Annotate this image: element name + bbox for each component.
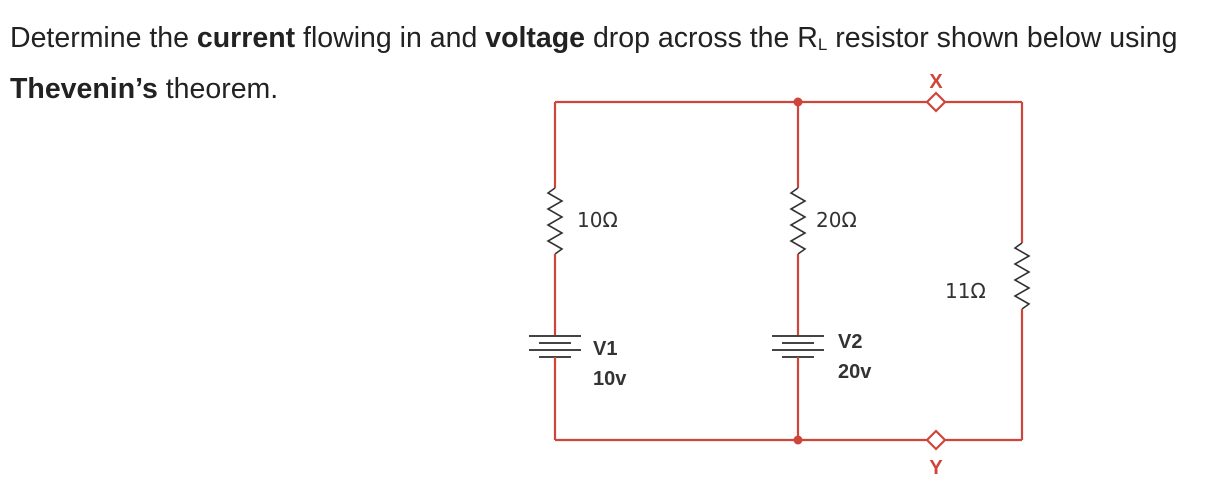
question-part: theorem. — [157, 73, 279, 105]
load-resistor-11-ohm — [1013, 242, 1031, 310]
keyword-voltage: voltage — [485, 22, 586, 54]
r2-label: 20Ω — [816, 208, 857, 232]
v1-name: V1 — [593, 338, 617, 360]
v1-value: 10v — [593, 368, 627, 390]
rl-label: 11Ω — [945, 279, 986, 303]
question-part: Determine the — [10, 22, 197, 54]
r1-label: 10Ω — [577, 208, 618, 232]
junction-node-top — [793, 97, 803, 107]
question-part: resistor shown below using — [827, 22, 1178, 54]
terminal-y-diamond — [925, 429, 947, 451]
keyword-thevenin: Thevenin’s — [10, 73, 158, 105]
v2-name: V2 — [838, 331, 862, 353]
question-part: flowing in and — [295, 22, 486, 54]
question-part: drop across the R — [585, 22, 818, 54]
terminal-x-label: X — [929, 71, 943, 93]
terminal-x-diamond — [925, 91, 947, 113]
question-text: Determine the current flowing in and vol… — [10, 16, 1210, 111]
resistor-20-ohm — [789, 187, 807, 255]
terminal-y-label: Y — [929, 457, 943, 478]
load-subscript: L — [817, 35, 828, 54]
resistor-10-ohm — [546, 187, 564, 255]
junction-node-bottom — [793, 435, 803, 445]
v2-value: 20v — [838, 361, 872, 383]
keyword-current: current — [196, 22, 296, 54]
